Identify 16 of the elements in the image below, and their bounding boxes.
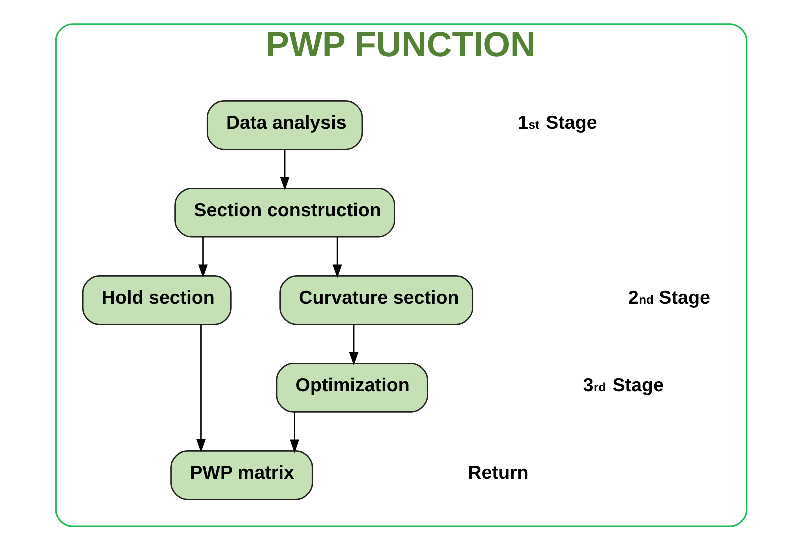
label: 3rd Stage bbox=[582, 374, 664, 396]
arrow bbox=[198, 237, 208, 278]
node-box: Curvature section bbox=[279, 276, 474, 326]
node-box: PWP matrix bbox=[170, 450, 313, 500]
node-box: Section construction bbox=[174, 188, 395, 238]
node-box: Hold section bbox=[82, 276, 232, 326]
arrow bbox=[290, 412, 300, 454]
label: 1st Stage bbox=[517, 112, 597, 134]
node-box: Data analysis bbox=[206, 100, 363, 150]
arrow bbox=[280, 150, 290, 191]
label: Return bbox=[468, 462, 528, 484]
arrow bbox=[196, 324, 206, 453]
node-box: Optimization bbox=[276, 363, 428, 413]
label: 2nd Stage bbox=[628, 287, 710, 308]
arrow bbox=[348, 324, 358, 366]
arrow bbox=[332, 237, 342, 278]
